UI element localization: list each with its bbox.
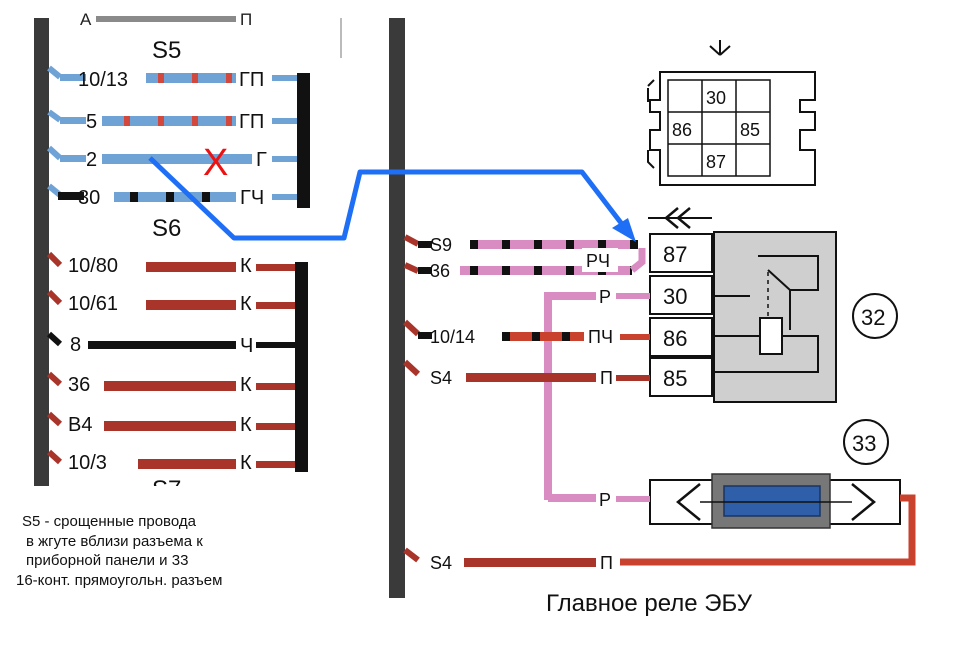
wire-s9-to-87: S9 — [403, 234, 638, 255]
diagram-caption: Главное реле ЭБУ — [546, 590, 752, 617]
wire-id-10-80: 10/80 — [68, 255, 118, 277]
wire-tag-k-5: К — [240, 452, 252, 474]
cut-mark-x: X — [203, 142, 228, 184]
wire-tag-gp-2: ГП — [239, 111, 264, 133]
wire-tag-gp-1: ГП — [239, 69, 264, 91]
wire-id-10-13: 10/13 — [78, 69, 128, 91]
relay-badge: 32 — [852, 293, 898, 339]
wire-id-10-3: 10/3 — [68, 452, 107, 474]
s6-wire-36: 36 К — [46, 371, 298, 396]
s5-wire-5: 5 ГП — [47, 109, 300, 133]
harness-bus-bar — [34, 18, 49, 486]
relay-pin-87: 87 — [649, 233, 713, 273]
wire-36-source: 36 — [430, 261, 450, 281]
wire-tag-k-4: К — [240, 414, 252, 436]
right-panel: 30 86 85 87 87 30 — [389, 18, 916, 598]
wire-s4-feed-tag: П — [600, 553, 613, 573]
wire-s9-source: S9 — [430, 235, 452, 255]
wire-to-30: Р — [544, 287, 650, 500]
wire-id-8: 8 — [70, 334, 81, 356]
wire-id-v4: В4 — [68, 414, 92, 436]
wire-id-36: 36 — [68, 374, 90, 396]
relay-32: 87 30 86 85 — [649, 231, 837, 403]
relay-plug-chevrons-icon — [648, 207, 712, 229]
connector-pin-86: 86 — [672, 120, 692, 140]
note-line: 16-конт. прямоугольн. разъем — [16, 571, 223, 589]
wire-s4-feed: S4 П — [403, 547, 613, 573]
cut-wire-stub — [96, 16, 236, 22]
arrow-head-icon — [612, 218, 636, 242]
cut-label-right: П — [240, 10, 252, 29]
relay-pin-85-label: 85 — [663, 366, 687, 391]
fuse-33: 33 Р — [548, 419, 916, 566]
s6-title: S6 — [152, 215, 181, 242]
s5-wire-10-13: 10/13 ГП — [47, 65, 300, 91]
wire-tag-k-2: К — [240, 293, 252, 315]
wire-tag-gch: ГЧ — [240, 187, 264, 209]
right-bus-bar — [389, 18, 405, 598]
s6-wire-10-61: 10/61 К — [46, 289, 298, 315]
relay-connector-pinout: 30 86 85 87 — [647, 40, 816, 186]
wire-id-30: 30 — [78, 187, 100, 209]
cut-label-left: А — [80, 10, 92, 29]
connector-pin-87: 87 — [706, 152, 726, 172]
s5-title: S5 — [152, 37, 181, 64]
note-text: S5 - срощенные провода в жгуте вблизи ра… — [16, 512, 222, 590]
wire-s4-to-85: S4 П — [402, 359, 650, 388]
wire-id-2: 2 — [86, 149, 97, 171]
relay-pin-86-label: 86 — [663, 326, 687, 351]
s7-cut-title: S7 — [152, 476, 181, 503]
wire-tag-k-3: К — [240, 374, 252, 396]
connector-pin-30: 30 — [706, 88, 726, 108]
left-harness-panel: А П S5 10/13 ГП 5 ГП 2 Г — [34, 10, 342, 503]
wire-id-10-61: 10/61 — [68, 293, 118, 315]
reroute-arrow — [148, 156, 636, 242]
relay-pin-30-label: 30 — [663, 284, 687, 309]
relay-pin-85: 85 — [649, 357, 713, 397]
s6-wire-v4: В4 К — [46, 411, 298, 436]
wire-10-14-to-86: 10/14 ПЧ — [402, 319, 650, 347]
wire-tag-pch: ПЧ — [588, 327, 613, 347]
relay-pin-86: 86 — [649, 317, 713, 357]
s6-wire-10-3: 10/3 К — [46, 449, 298, 474]
wire-36-to-87: 36 РЧ — [403, 248, 646, 281]
wire-10-14-source: 10/14 — [430, 327, 475, 347]
wire-tag-r-30: Р — [599, 287, 611, 307]
wire-s4-source-85: S4 — [430, 368, 452, 388]
wire-tag-g: Г — [256, 149, 267, 171]
wire-id-5: 5 — [86, 111, 97, 133]
s6-wire-8: 8 Ч — [46, 331, 298, 357]
note-line: в жгуте вблизи разъема к — [26, 532, 203, 550]
wire-s4-feed-source: S4 — [430, 553, 452, 573]
panel-right-edge — [340, 18, 342, 58]
s5-splice-bar — [297, 73, 310, 208]
s6-wire-10-80: 10/80 К — [46, 251, 298, 277]
relay-badge-label: 32 — [861, 305, 885, 330]
wire-tag-ch: Ч — [240, 335, 253, 357]
relay-pin-30: 30 — [649, 275, 713, 315]
s5-wire-2: 2 Г X — [46, 142, 300, 184]
s5-wire-30: 30 ГЧ — [47, 183, 300, 209]
s6-splice-bar — [295, 262, 308, 472]
fuse-input-tag: Р — [599, 490, 611, 510]
wire-tag-p-85: П — [600, 368, 613, 388]
fuse-badge-label: 33 — [852, 431, 876, 456]
note-line: S5 - срощенные провода — [22, 513, 196, 530]
connector-pin-85: 85 — [740, 120, 760, 140]
wire-tag-k-1: К — [240, 255, 252, 277]
wire-tag-rch: РЧ — [586, 251, 610, 271]
connector-symbol-icon — [709, 40, 731, 56]
note-line: приборной панели и 33 — [26, 552, 189, 569]
relay-pin-87-label: 87 — [663, 242, 687, 267]
